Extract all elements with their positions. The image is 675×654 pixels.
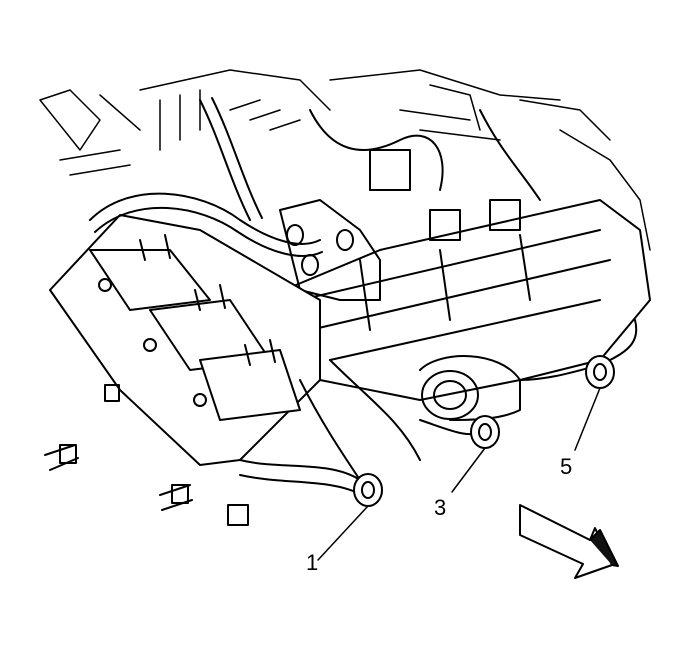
spark-plug-boot-3 bbox=[470, 415, 500, 449]
background-engine-hatching bbox=[39, 69, 651, 251]
callout-label-1: 1 bbox=[306, 550, 319, 575]
callout-label-3: 3 bbox=[434, 495, 447, 520]
callout-label-5: 5 bbox=[560, 454, 573, 479]
callout-leaders bbox=[317, 387, 601, 561]
spark-plug-boot-5 bbox=[585, 355, 615, 389]
exhaust-port bbox=[419, 355, 521, 421]
upper-wiring-harness bbox=[89, 97, 541, 257]
ignition-coil-pack bbox=[49, 214, 321, 466]
engine-studs bbox=[44, 384, 249, 526]
spark-plug-boot-1 bbox=[353, 473, 383, 507]
direction-arrow-icon bbox=[519, 504, 619, 579]
